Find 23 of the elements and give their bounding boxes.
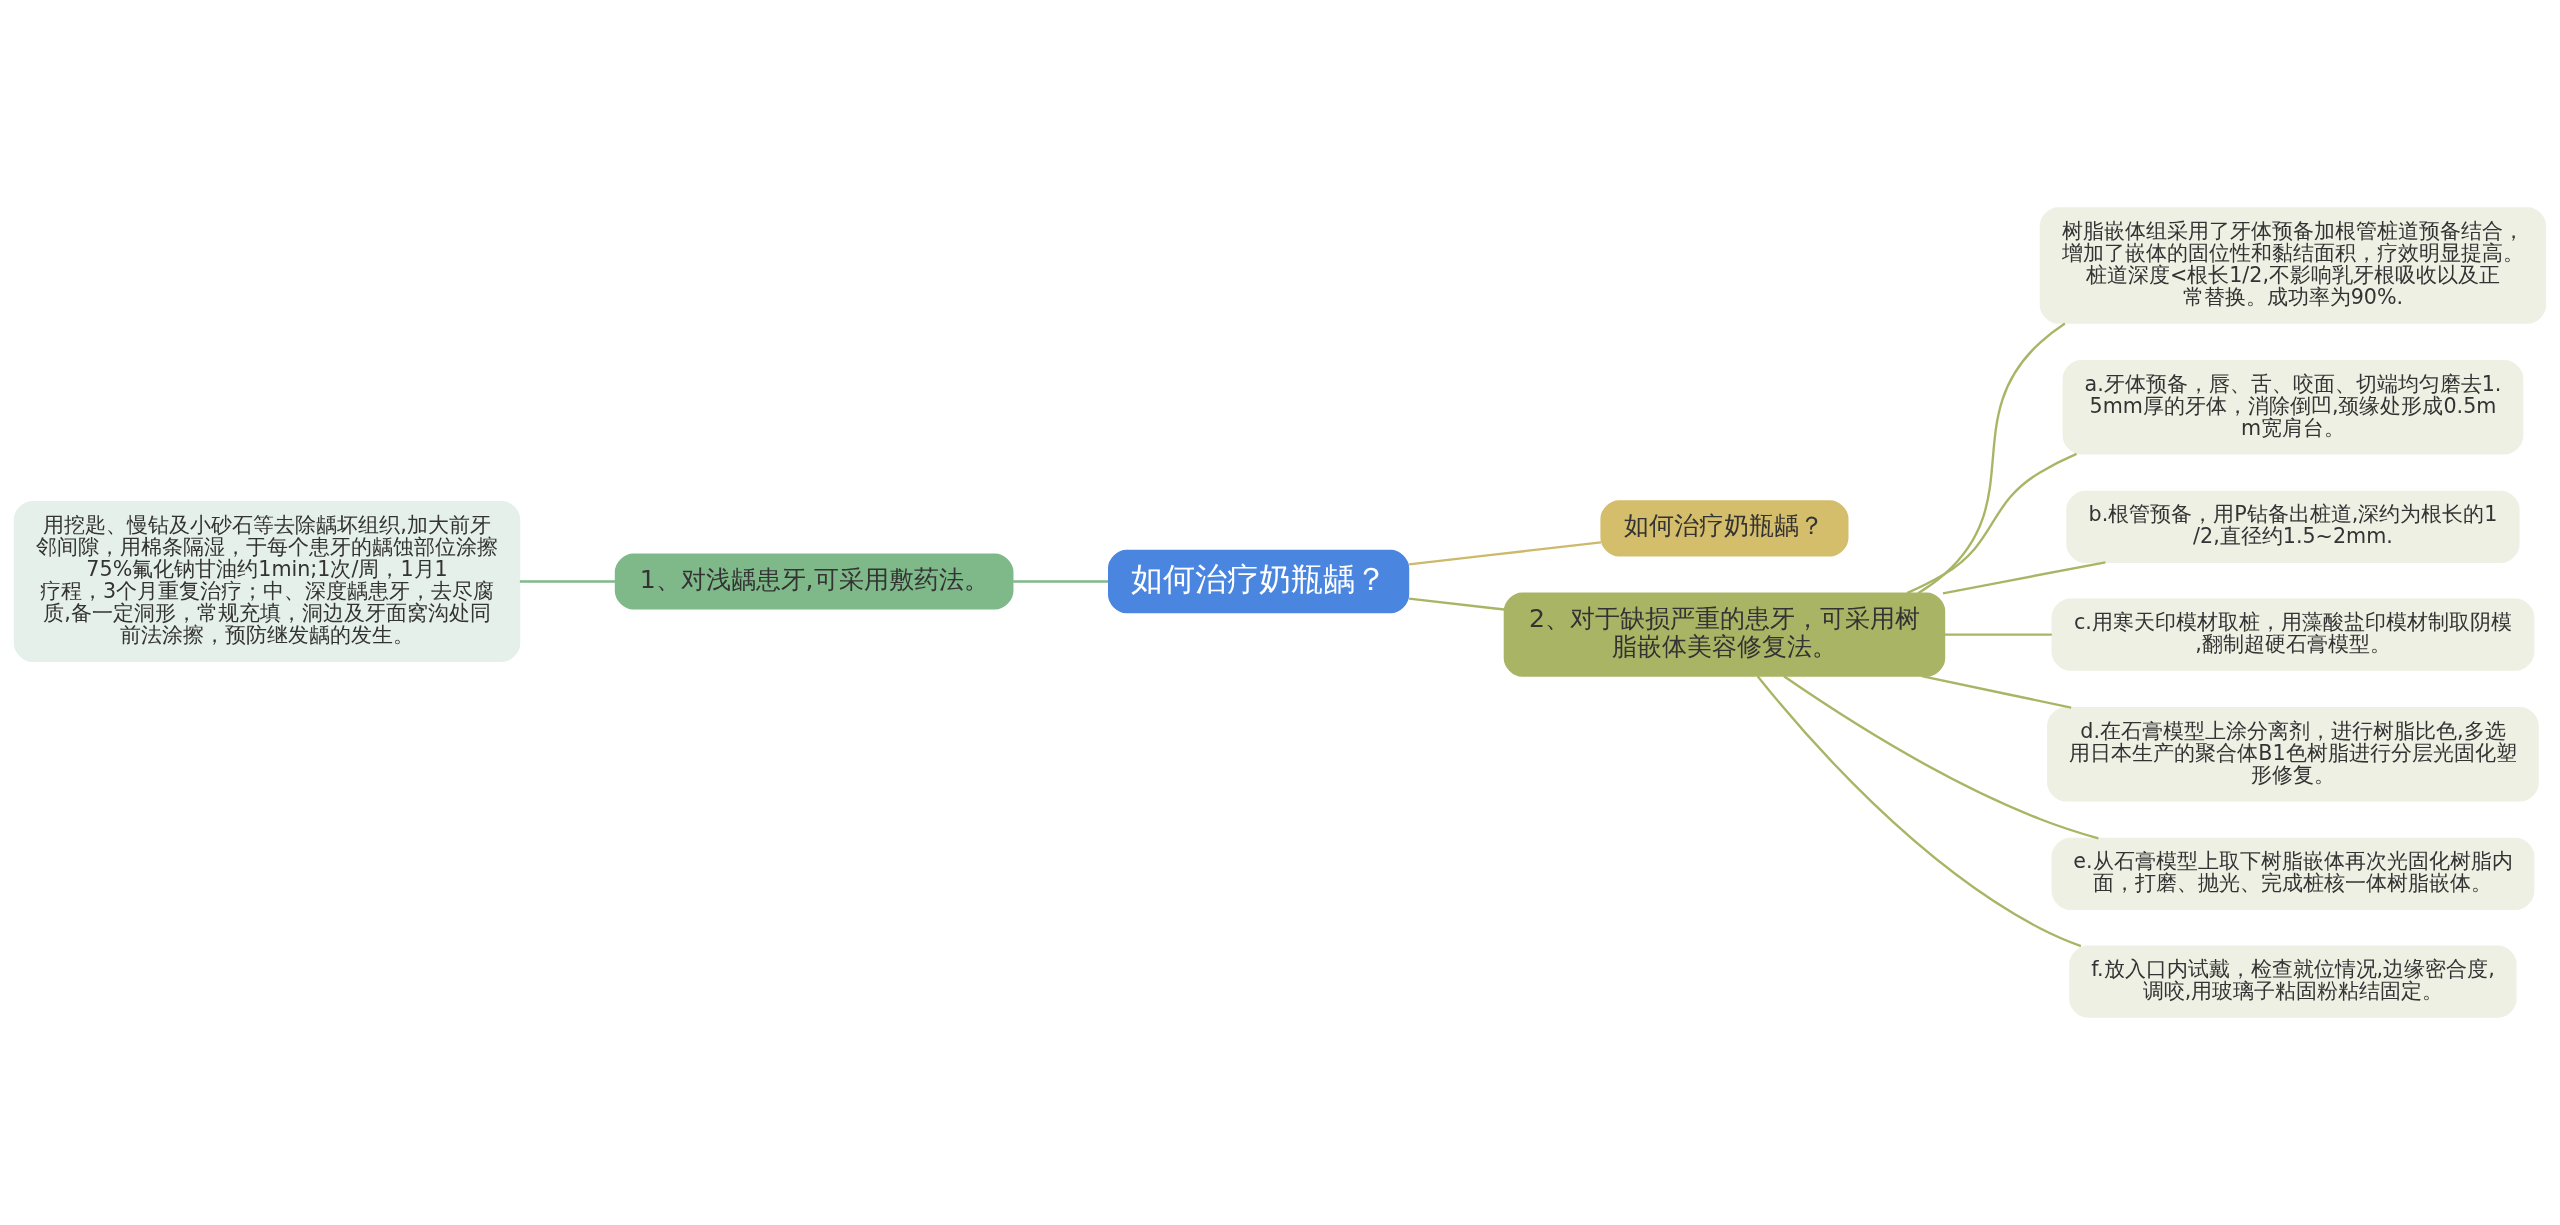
connector xyxy=(1408,541,1602,566)
connector xyxy=(1906,452,2077,595)
node-box: 用挖匙、慢钻及小砂石等去除龋坏组织,加大前牙邻间隙，用棉条隔湿，于每个患牙的龋蚀部位涂擦75%氟化钠甘油约1min;1次/周，1月1疗程，3个月重复治疗；中、深度龋患牙，去尽腐质,备一定洞形，常规充填，洞边及牙面窝沟处同前法涂擦，预防继发龋的发生。 xyxy=(13,501,521,662)
connector xyxy=(519,580,616,583)
connector xyxy=(1917,322,2066,595)
connector xyxy=(1783,675,2099,840)
node-box: 如何治疗奶瓶龋？ xyxy=(1107,549,1410,614)
node-box: 树脂嵌体组采用了牙体预备加根管桩道预备结合，增加了嵌体的固位性和黏结面积，疗效明显提高。桩道深度<根长1/2,不影响乳牙根吸收以及正常替换。成功率为90%. xyxy=(2039,207,2547,324)
connector xyxy=(1921,674,2072,709)
node-box: c.用寒天印模材取桩，用藻酸盐印模材制取阴模,翻制超硬石膏模型。 xyxy=(2051,598,2535,671)
node-box: d.在石膏模型上涂分离剂，进行树脂比色,多选用日本生产的聚合体B1色树脂进行分层光固化塑形修复。 xyxy=(2047,707,2539,802)
node-box: 如何治疗奶瓶龋？ xyxy=(1600,500,1849,557)
node-box: 2、对于缺损严重的患牙，可采用树脂嵌体美容修复法。 xyxy=(1503,592,1946,677)
node-box: e.从石膏模型上取下树脂嵌体再次光固化树脂内面，打磨、抛光、完成桩核一体树脂嵌体。 xyxy=(2051,837,2535,911)
connector xyxy=(1756,675,2082,948)
node-box: f.放入口内试戴，检查就位情况,边缘密合度,调咬,用玻璃子粘固粉粘结固定。 xyxy=(2069,945,2517,1018)
node-box: b.根管预备，用P钻备出桩道,深约为根长的1/2,直径约1.5~2mm. xyxy=(2066,490,2520,564)
node-box: 1、对浅龋患牙,可采用敷药法。 xyxy=(614,553,1014,610)
connector xyxy=(1944,633,2052,636)
node-box: a.牙体预备，唇、舌、咬面、切端均匀磨去1.5mm厚的牙体，消除倒凹,颈缘处形成0.5mm宽肩台。 xyxy=(2062,360,2524,455)
connector xyxy=(1942,561,2106,595)
connector xyxy=(1408,597,1505,611)
connector xyxy=(1013,580,1109,583)
